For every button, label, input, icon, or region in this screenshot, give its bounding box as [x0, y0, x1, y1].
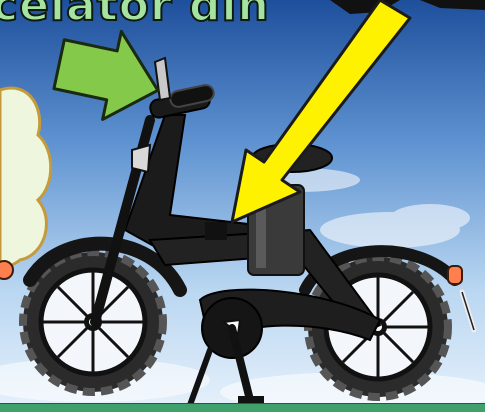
controller-box	[205, 222, 227, 240]
caption-title: celator din	[0, 0, 270, 28]
footer-strip	[0, 403, 485, 412]
rear-light	[448, 266, 462, 284]
headlight	[132, 145, 150, 172]
